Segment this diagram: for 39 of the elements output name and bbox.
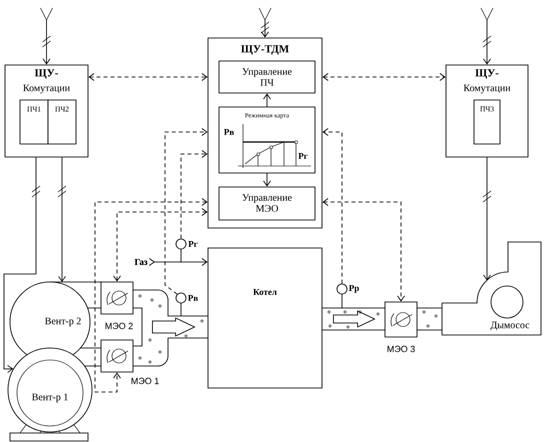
signal-line [322, 198, 405, 302]
damper-box: МЭО 2 [100, 282, 134, 330]
signal-line [322, 128, 342, 284]
damper-box: МЭО 3 [384, 302, 418, 352]
antenna-line [258, 8, 272, 38]
node-label: Рв [188, 295, 198, 301]
control-block: Управление МЭО [218, 186, 316, 220]
antenna-line [40, 8, 53, 65]
node-label: Рг [188, 241, 198, 247]
antenna-line [480, 8, 494, 65]
pressure-sensor: Рв [176, 292, 198, 316]
block-arrow [333, 310, 376, 328]
node-label: МЭО 3 [388, 346, 415, 352]
arrow [4, 157, 40, 373]
arrow [263, 172, 271, 187]
signal-line [322, 73, 446, 81]
signal-line [88, 73, 208, 81]
signal-line [164, 128, 208, 295]
exhauster-drawing: Дымосос [442, 242, 542, 336]
pressure-sensor: Рг [176, 238, 198, 262]
arrow [482, 157, 492, 280]
pressure-sensor: Рр [336, 284, 359, 308]
signal-line [180, 150, 208, 239]
node-label: Вент-р 1 [32, 394, 68, 402]
node-label: МЭО 2 [106, 322, 133, 330]
gas-label: Газ [134, 259, 148, 265]
arrow [58, 157, 66, 282]
signal-line [113, 208, 208, 282]
boiler-box: Котел [208, 248, 322, 388]
control-block: Управление ПЧ [218, 60, 316, 94]
node-label: МЭО 1 [132, 378, 159, 384]
fan-drawing: Вент-р 1 [8, 348, 92, 442]
signal-line [94, 198, 208, 392]
fan-drawing: Вент-р 2 [10, 282, 90, 362]
arrow [148, 258, 208, 266]
damper-box: МЭО 1 [100, 340, 159, 384]
arrow [263, 93, 271, 107]
block-arrow [152, 317, 196, 337]
node-label: Рр [348, 285, 359, 293]
